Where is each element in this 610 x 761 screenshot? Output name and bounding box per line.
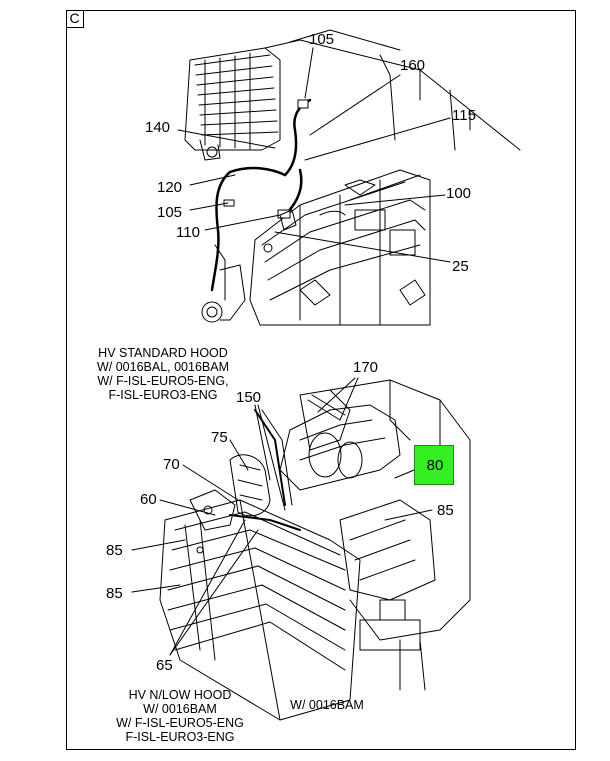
note-w-0016bam: W/ 0016BAM xyxy=(290,698,364,712)
callout-150: 150 xyxy=(236,389,262,406)
callout-100: 100 xyxy=(446,185,472,202)
callout-115: 115 xyxy=(452,107,476,124)
upper-radiator xyxy=(184,47,281,161)
callout-85-left-upper: 85 xyxy=(106,542,123,559)
drawing-frame xyxy=(66,10,576,750)
callout-110: 110 xyxy=(176,224,200,241)
callout-140: 140 xyxy=(145,119,171,136)
upper-engine-block xyxy=(249,169,431,326)
lower-engine-block xyxy=(329,379,471,691)
callout-65: 65 xyxy=(156,657,173,674)
note-hv-standard-hood: HV STANDARD HOOD W/ 0016BAL, 0016BAM W/ … xyxy=(96,346,230,402)
callout-60: 60 xyxy=(140,491,157,508)
callout-120: 120 xyxy=(157,179,183,196)
callout-105-upper: 105 xyxy=(309,31,335,48)
callout-70: 70 xyxy=(163,456,180,473)
view-letter: C xyxy=(66,10,84,28)
note-hv-low-hood: HV N/LOW HOOD W/ 0016BAM W/ F-ISL-EURO5-… xyxy=(116,688,244,744)
callout-25: 25 xyxy=(452,258,469,275)
callout-80: 80 xyxy=(426,457,444,474)
callout-85-left-lower: 85 xyxy=(106,585,123,602)
callout-160: 160 xyxy=(400,57,426,74)
callout-75: 75 xyxy=(211,429,228,446)
callout-105-lower: 105 xyxy=(157,204,183,221)
callout-85-right: 85 xyxy=(437,502,454,519)
lower-turbo-pipes xyxy=(229,389,401,517)
callout-170: 170 xyxy=(353,359,379,376)
callout-80-highlight: 80 xyxy=(414,445,454,485)
